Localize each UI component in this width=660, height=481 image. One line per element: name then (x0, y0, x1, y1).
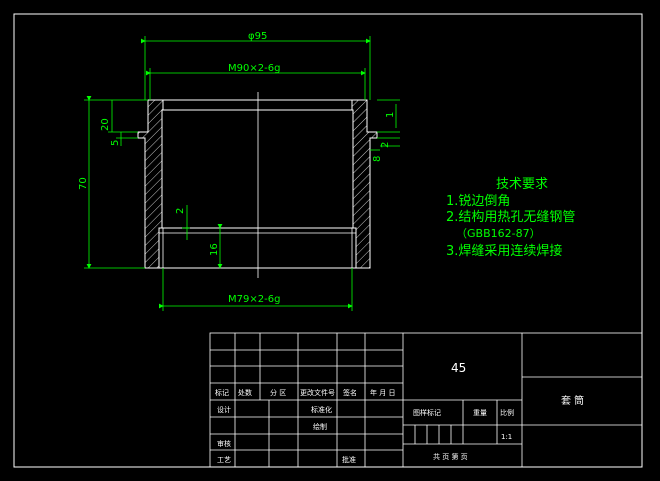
col-count: 处数 (238, 388, 252, 397)
designer-label: 设计 (217, 405, 231, 414)
notes-item-3: （GBB162-87） (456, 227, 541, 240)
left-wall-hatch (137, 99, 164, 269)
notes-title: 技术要求 (496, 177, 548, 192)
dim-right-2: 2 (380, 142, 391, 148)
dim-height-2: 2 (175, 208, 186, 214)
dim-height-total: 70 (78, 177, 89, 190)
title-block (209, 332, 643, 468)
standardize-label: 标准化 (311, 405, 332, 414)
col-date: 年 月 日 (370, 388, 395, 397)
col-mark: 标记 (215, 388, 229, 397)
technical-requirements: 技术要求 1.锐边倒角 2.结构用热孔无缝钢管 （GBB162-87） 3.焊缝… (446, 177, 575, 259)
col-change-doc: 更改文件号 (300, 388, 335, 397)
dim-right-8: 8 (372, 156, 383, 162)
notes-item-2: 2.结构用热孔无缝钢管 (446, 210, 575, 225)
dimension-lines (84, 36, 400, 311)
notes-item-4: 3.焊缝采用连续焊接 (446, 243, 562, 259)
dim-height-16: 16 (209, 243, 220, 256)
material-label: 45 (451, 361, 466, 375)
scale-label: 比例 (500, 408, 514, 417)
part-name: 套 筒 (561, 394, 584, 407)
sleeve-section (137, 92, 378, 278)
notes-item-1: 1.锐边倒角 (446, 194, 510, 209)
col-zone: 分 区 (270, 388, 286, 397)
right-wall-hatch (351, 99, 378, 269)
dim-height-5: 5 (110, 140, 121, 146)
drafting-label: 绘制 (313, 422, 327, 431)
drawing-border (13, 13, 643, 468)
dim-height-20: 20 (100, 118, 111, 131)
dim-bottom-thread: M79×2-6g (228, 294, 280, 305)
process-label: 工艺 (217, 456, 231, 464)
stage-mark-label: 图样标记 (413, 408, 441, 417)
dim-top-thread: M90×2-6g (228, 63, 280, 74)
dim-right-1: 1 (385, 112, 396, 118)
approve-label: 批准 (342, 455, 356, 464)
weight-label: 重量 (473, 409, 487, 417)
sheets-label: 共 页 第 页 (433, 452, 468, 461)
checker-label: 审核 (217, 439, 231, 448)
dim-top-diameter: φ95 (248, 31, 267, 42)
scale-value: 1:1 (501, 433, 512, 441)
col-sign: 签名 (343, 388, 357, 397)
